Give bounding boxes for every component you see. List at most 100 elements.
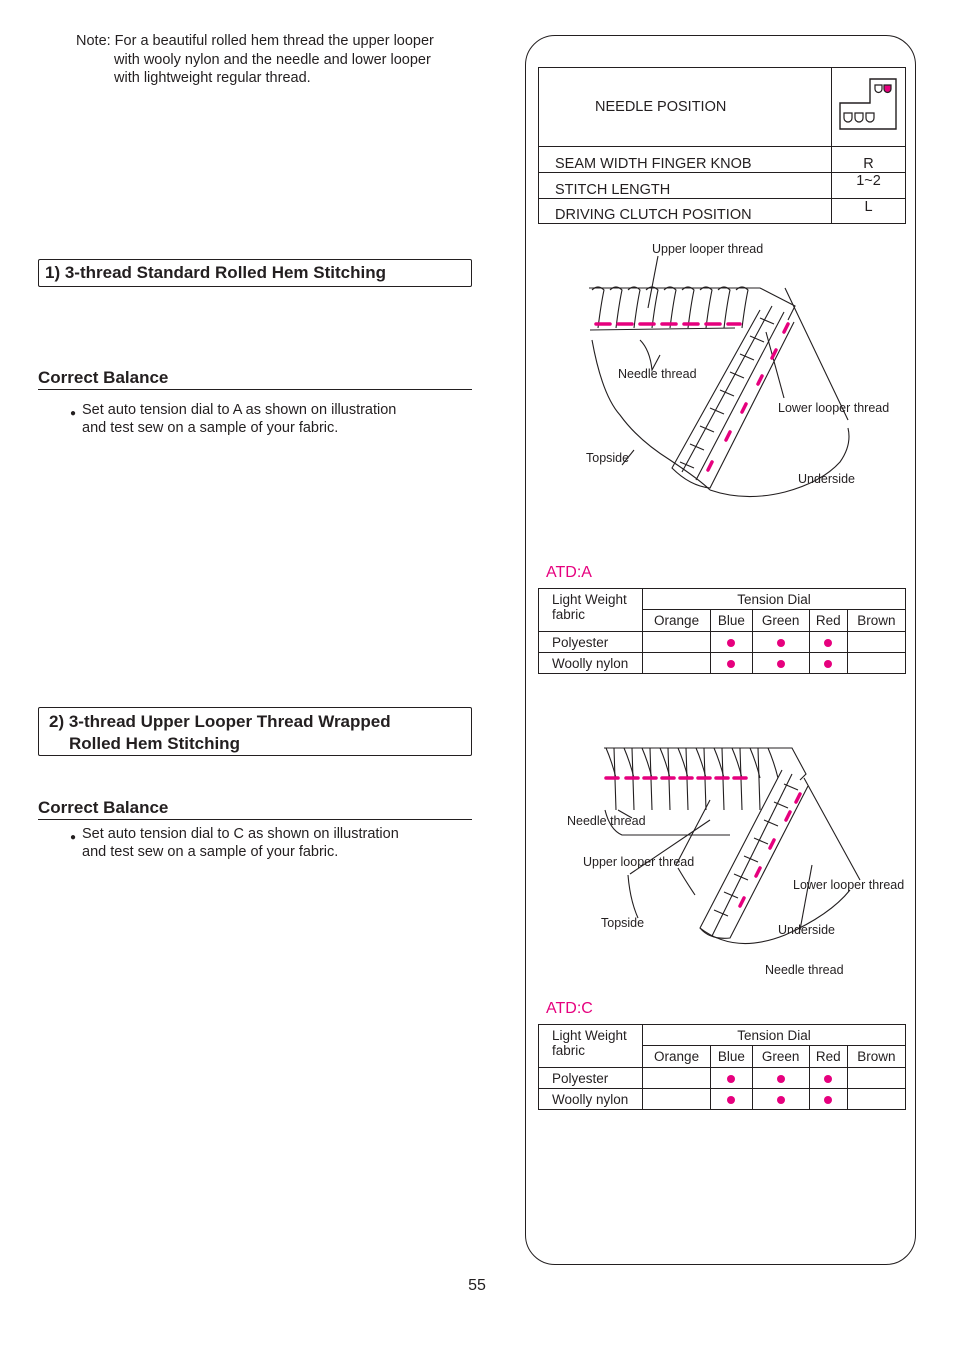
note: Note: For a beautiful rolled hem thread … [76, 32, 496, 88]
tension-table-c: Light Weight fabric Tension Dial Orange … [538, 1024, 907, 1110]
selected-dot-icon [727, 1095, 736, 1104]
section-1-bullet-line-1: Set auto tension dial to A as shown on i… [82, 402, 397, 418]
table-a-cell [751, 652, 810, 674]
table-c-fabric-header-line-1: Light Weight [552, 1028, 627, 1043]
table-a-cell [808, 631, 848, 653]
table-c-cell [751, 1088, 810, 1110]
d2-needle-thread-label: Needle thread [567, 814, 646, 828]
selected-dot-icon [776, 659, 785, 668]
selected-dot-icon [776, 638, 785, 647]
note-line-1: Note: For a beautiful rolled hem thread … [76, 33, 434, 49]
seam-width-value: R [831, 146, 906, 173]
table-a-col-green: Green [751, 609, 810, 632]
table-a-cell [846, 631, 907, 653]
needle-position-label: NEEDLE POSITION [538, 67, 832, 147]
driving-clutch-label: DRIVING CLUTCH POSITION [538, 198, 832, 224]
table-c-row-polyester: Polyester [538, 1067, 643, 1089]
needle-position-icon [838, 78, 897, 130]
table-c-cell [846, 1067, 907, 1089]
selected-dot-icon [824, 638, 833, 647]
d1-topside-label: Topside [586, 451, 630, 465]
settings-table: NEEDLE POSITION SEAM WIDTH FINGER KNOB R… [538, 67, 906, 224]
table-a-row-polyester: Polyester [538, 631, 643, 653]
table-a-cell [846, 652, 907, 674]
table-c-cell [710, 1088, 753, 1110]
selected-dot-icon [727, 638, 736, 647]
section-1-title: 1) 3-thread Standard Rolled Hem Stitchin… [38, 259, 472, 287]
bullet-icon: ● [70, 832, 77, 843]
table-a-cell [710, 631, 753, 653]
table-c-cell [641, 1067, 712, 1089]
table-c-col-green: Green [751, 1045, 810, 1068]
selected-dot-icon [776, 1074, 785, 1083]
rolled-hem-diagram-1 [589, 255, 850, 498]
stitch-length-value: 1~2 [831, 172, 906, 199]
d2-lower-looper-label: Lower looper thread [793, 878, 905, 892]
table-c-col-brown: Brown [846, 1045, 907, 1068]
note-line-3: with lightweight regular thread. [114, 70, 311, 86]
table-c-row-woolly-nylon: Woolly nylon [538, 1088, 643, 1110]
table-c-tension-dial-header: Tension Dial [642, 1024, 906, 1046]
seam-width-label: SEAM WIDTH FINGER KNOB [538, 146, 832, 173]
d1-upper-looper-label: Upper looper thread [652, 242, 764, 256]
d2-upper-looper-label: Upper looper thread [583, 855, 695, 869]
table-a-row-woolly-nylon: Woolly nylon [538, 652, 643, 674]
atd-c-label: ATD:C [546, 1000, 593, 1017]
selected-dot-icon [776, 1095, 785, 1104]
table-a-fabric-header-line-2: fabric [552, 607, 586, 622]
d2-underside-label: Underside [778, 923, 835, 937]
table-a-fabric-header: Light Weight fabric [538, 588, 643, 632]
table-a-col-brown: Brown [846, 609, 907, 632]
right-panel-frame [525, 35, 916, 1265]
selected-dot-icon [824, 1095, 833, 1104]
section-2-correct-balance-heading: Correct Balance [38, 798, 472, 820]
table-a-tension-dial-header: Tension Dial [642, 588, 906, 610]
table-c-cell [846, 1088, 907, 1110]
section-2-bullet: ● Set auto tension dial to C as shown on… [70, 825, 470, 861]
section-2-bullet-line-2: and test sew on a sample of your fabric. [82, 844, 339, 860]
table-a-col-orange: Orange [641, 609, 712, 632]
table-a-cell [641, 652, 712, 674]
atd-a-label: ATD:A [546, 564, 592, 581]
table-a-cell [710, 652, 753, 674]
selected-dot-icon [727, 659, 736, 668]
section-2-title: 2) 3-thread Upper Looper Thread Wrapped … [38, 707, 472, 756]
driving-clutch-value: L [831, 198, 906, 224]
table-c-cell [751, 1067, 810, 1089]
table-c-fabric-header: Light Weight fabric [538, 1024, 643, 1068]
bullet-icon: ● [70, 408, 77, 419]
table-a-cell [808, 652, 848, 674]
d1-needle-thread-label: Needle thread [618, 367, 697, 381]
stitch-length-label: STITCH LENGTH [538, 172, 832, 199]
table-c-fabric-header-line-2: fabric [552, 1043, 586, 1058]
d1-underside-label: Underside [798, 472, 855, 486]
page-number: 55 [468, 1277, 486, 1294]
table-c-col-orange: Orange [641, 1045, 712, 1068]
table-c-cell [808, 1067, 848, 1089]
rolled-hem-diagram-2 [604, 747, 861, 945]
section-1-bullet: ● Set auto tension dial to A as shown on… [70, 401, 470, 437]
selected-dot-icon [824, 659, 833, 668]
table-a-cell [641, 631, 712, 653]
section-2-title-line-2: Rolled Hem Stitching [69, 734, 240, 753]
table-c-cell [641, 1088, 712, 1110]
table-a-cell [751, 631, 810, 653]
table-c-cell [710, 1067, 753, 1089]
table-c-col-blue: Blue [710, 1045, 753, 1068]
table-a-col-red: Red [808, 609, 848, 632]
d1-lower-looper-label: Lower looper thread [778, 401, 890, 415]
note-line-2: with wooly nylon and the needle and lowe… [114, 51, 431, 68]
d2-needle-thread-bottom-label: Needle thread [765, 963, 844, 977]
tension-table-a: Light Weight fabric Tension Dial Orange … [538, 588, 907, 674]
section-2-title-line-1: 2) 3-thread Upper Looper Thread Wrapped [49, 712, 391, 731]
table-a-fabric-header-line-1: Light Weight [552, 592, 627, 607]
table-a-col-blue: Blue [710, 609, 753, 632]
needle-position-diagram [831, 67, 906, 147]
section-2-bullet-line-1: Set auto tension dial to C as shown on i… [82, 826, 399, 842]
table-c-cell [808, 1088, 848, 1110]
selected-dot-icon [727, 1074, 736, 1083]
selected-dot-icon [824, 1074, 833, 1083]
d2-topside-label: Topside [601, 916, 645, 930]
section-1-bullet-line-2: and test sew on a sample of your fabric. [82, 420, 339, 436]
section-1-correct-balance-heading: Correct Balance [38, 368, 472, 390]
